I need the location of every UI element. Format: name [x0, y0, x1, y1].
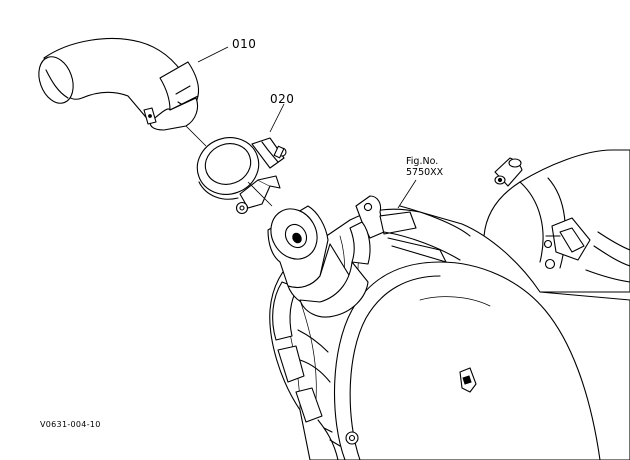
callout-020: 020	[270, 92, 295, 106]
callout-010: 010	[232, 37, 257, 51]
assembly-center-line	[185, 125, 273, 207]
callout-leaders	[197, 46, 417, 209]
drawing-code: V0631-004-10	[40, 420, 101, 429]
figure-reference: Fig.No. 5750XX	[406, 156, 443, 178]
figure-reference-label: Fig.No.	[406, 156, 439, 167]
outlet-spigot	[267, 205, 371, 318]
figure-reference-number: 5750XX	[406, 167, 444, 178]
right-housing	[483, 149, 630, 293]
elbow-pipe-part-010	[38, 37, 200, 131]
clamp-part-020	[196, 137, 287, 215]
